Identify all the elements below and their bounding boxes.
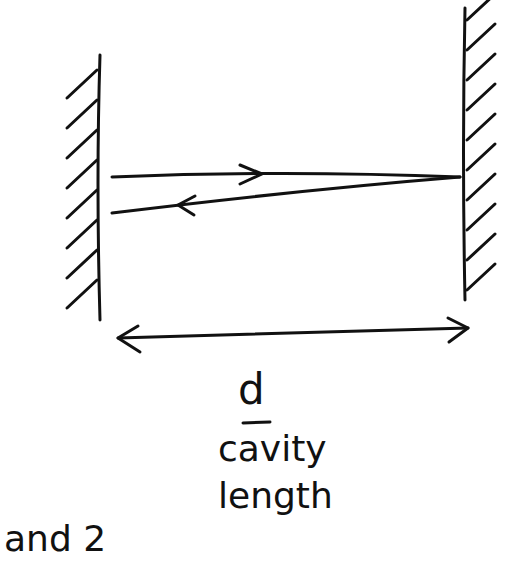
right-mirror — [464, 8, 466, 300]
return-ray — [112, 177, 460, 213]
hatch-stroke — [67, 100, 97, 128]
hatch-stroke — [467, 0, 495, 20]
dimension-arrowhead — [118, 326, 140, 352]
hatch-stroke — [67, 160, 97, 188]
hatch-stroke — [467, 144, 495, 170]
hatch-stroke — [67, 220, 97, 248]
hatch-stroke — [467, 84, 495, 110]
dimension-symbol: d — [238, 362, 298, 417]
hatch-stroke — [467, 234, 495, 260]
right-mirror-hatching — [467, 0, 495, 290]
hatch-stroke — [67, 190, 97, 218]
hatch-stroke — [467, 204, 495, 230]
ray-arrowhead — [240, 165, 262, 184]
hatch-stroke — [67, 250, 97, 278]
dimension-arrowhead — [448, 318, 468, 342]
forward-ray — [112, 174, 460, 178]
ray-arrowhead — [178, 196, 195, 215]
hatch-stroke — [67, 280, 97, 308]
dimension-label: cavity length — [218, 425, 418, 519]
hatch-stroke — [467, 114, 495, 140]
hatch-stroke — [467, 264, 495, 290]
underline — [243, 422, 270, 423]
left-mirror-hatching — [67, 70, 97, 308]
hatch-stroke — [467, 24, 495, 50]
dimension-line — [118, 328, 468, 338]
hatch-stroke — [67, 130, 97, 158]
hatch-stroke — [467, 54, 495, 80]
hatch-stroke — [67, 70, 97, 98]
note-text: and 2 — [4, 515, 204, 562]
hatch-stroke — [467, 174, 495, 200]
